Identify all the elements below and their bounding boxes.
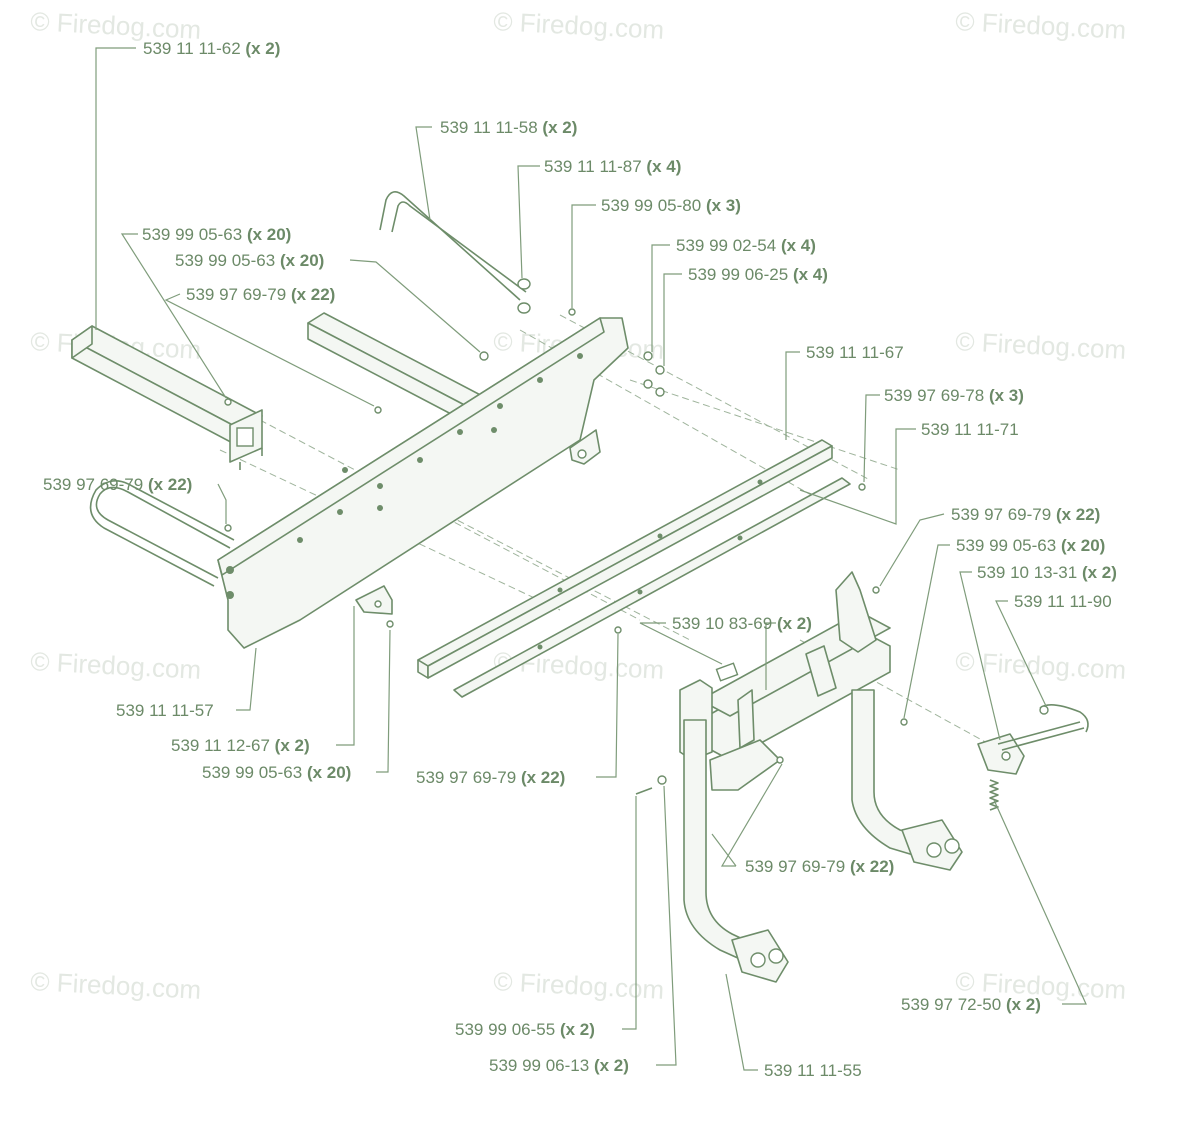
callout-label: 539 11 11-57 bbox=[116, 701, 214, 720]
watermark: © Firedog.com bbox=[493, 966, 665, 1005]
callout-label: 539 11 11-62 (x 2) bbox=[143, 39, 280, 58]
callout-label: 539 99 05-63 (x 20) bbox=[202, 763, 351, 782]
callout-label: 539 99 06-13 (x 2) bbox=[489, 1056, 629, 1075]
spring bbox=[989, 779, 999, 811]
callout-label: 539 10 13-31 (x 2) bbox=[977, 563, 1117, 582]
angle-bar bbox=[417, 439, 833, 679]
u-bolt-left bbox=[89, 480, 235, 587]
callout-label: 539 97 69-79 (x 22) bbox=[951, 505, 1100, 524]
lock-link bbox=[977, 704, 1089, 775]
callout-label: 539 97 72-50 (x 2) bbox=[901, 995, 1041, 1014]
callout-label: 539 99 06-55 (x 2) bbox=[455, 1020, 595, 1039]
small-bracket bbox=[355, 585, 393, 615]
watermark: © Firedog.com bbox=[30, 966, 202, 1005]
plate-bracket bbox=[569, 429, 601, 465]
leader-lines bbox=[95, 47, 1087, 1071]
hinge-pin bbox=[715, 662, 739, 682]
callout-label: 539 11 11-67 bbox=[806, 343, 904, 362]
callout-label: 539 97 69-79 (x 22) bbox=[745, 857, 894, 876]
main-frame-plate bbox=[217, 317, 629, 649]
callout-label: 539 11 11-58 (x 2) bbox=[440, 118, 577, 137]
callout-labels: 539 11 11-62 (x 2) 539 11 11-58 (x 2) 53… bbox=[43, 39, 1117, 1080]
callout-label: 539 97 69-79 (x 22) bbox=[43, 475, 192, 494]
callout-label: 539 11 11-55 bbox=[764, 1061, 862, 1080]
callout-label: 539 99 06-25 (x 4) bbox=[688, 265, 828, 284]
watermark: © Firedog.com bbox=[955, 646, 1127, 685]
callout-label: 539 11 12-67 (x 2) bbox=[171, 736, 310, 755]
watermark: © Firedog.com bbox=[30, 646, 202, 685]
callout-label: 539 97 69-79 (x 22) bbox=[416, 768, 565, 787]
hitch-frame bbox=[679, 571, 963, 983]
tube-clamp bbox=[229, 409, 263, 470]
watermark: © Firedog.com bbox=[955, 6, 1127, 45]
callout-label: 539 10 83-69 (x 2) bbox=[672, 614, 812, 633]
callout-label: 539 99 05-63 (x 20) bbox=[175, 251, 324, 270]
parts-drawing bbox=[71, 191, 1089, 983]
callout-label: 539 97 69-78 (x 3) bbox=[884, 386, 1024, 405]
callout-label: 539 11 11-87 (x 4) bbox=[544, 157, 681, 176]
watermark: © Firedog.com bbox=[955, 326, 1127, 365]
callout-label: 539 99 02-54 (x 4) bbox=[676, 236, 816, 255]
u-bolt-top bbox=[379, 191, 527, 301]
watermark: © Firedog.com bbox=[493, 6, 665, 45]
callout-label: 539 99 05-63 (x 20) bbox=[142, 225, 291, 244]
callout-label: 539 11 11-71 bbox=[921, 420, 1019, 439]
fasteners bbox=[224, 278, 908, 795]
callout-label: 539 99 05-80 (x 3) bbox=[601, 196, 741, 215]
flat-bar bbox=[453, 477, 851, 698]
callout-label: 539 11 11-90 bbox=[1014, 592, 1112, 611]
callout-label: 539 99 05-63 (x 20) bbox=[956, 536, 1105, 555]
callout-label: 539 97 69-79 (x 22) bbox=[186, 285, 335, 304]
square-tube-upper bbox=[307, 312, 491, 427]
